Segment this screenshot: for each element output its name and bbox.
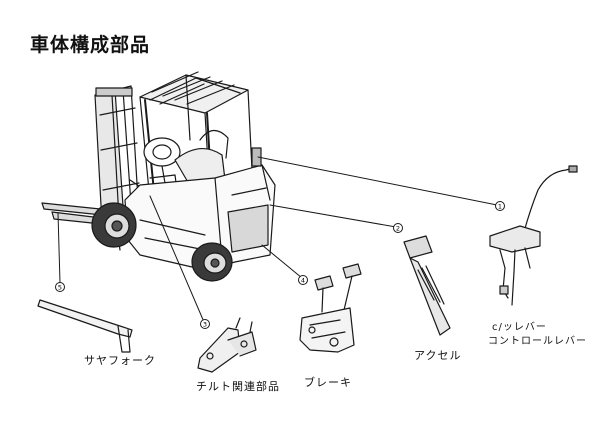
forklift-illustration (41, 71, 276, 282)
label-lever-full: コントロールレバー (488, 336, 587, 347)
callout-markers: 1 2 3 4 5 (55, 201, 505, 329)
label-lever-short: c/ッレバー (492, 322, 547, 333)
svg-text:2: 2 (396, 225, 400, 233)
label-fork: サヤフォーク (84, 354, 156, 367)
callout-4: 4 (298, 275, 308, 285)
rear-wheel (191, 242, 233, 282)
leader-lines (57, 156, 498, 323)
callout-1: 1 (495, 201, 505, 211)
part-control-lever (489, 165, 578, 306)
label-brake: ブレーキ (304, 376, 352, 389)
svg-text:4: 4 (301, 277, 305, 285)
label-tilt: チルト関連部品 (196, 380, 280, 393)
svg-text:5: 5 (58, 284, 62, 292)
part-fork (37, 299, 133, 353)
label-accelerator: アクセル (414, 349, 462, 362)
callout-3: 3 (200, 319, 210, 329)
front-wheel (91, 202, 137, 248)
svg-text:1: 1 (498, 203, 502, 211)
svg-text:3: 3 (203, 321, 207, 329)
callout-5: 5 (55, 282, 65, 292)
part-brake (299, 263, 362, 353)
part-accelerator (403, 235, 451, 336)
page-title: 車体構成部品 (30, 34, 151, 56)
part-tilt (197, 317, 257, 373)
callout-2: 2 (393, 223, 403, 233)
forklift-body (124, 147, 276, 271)
